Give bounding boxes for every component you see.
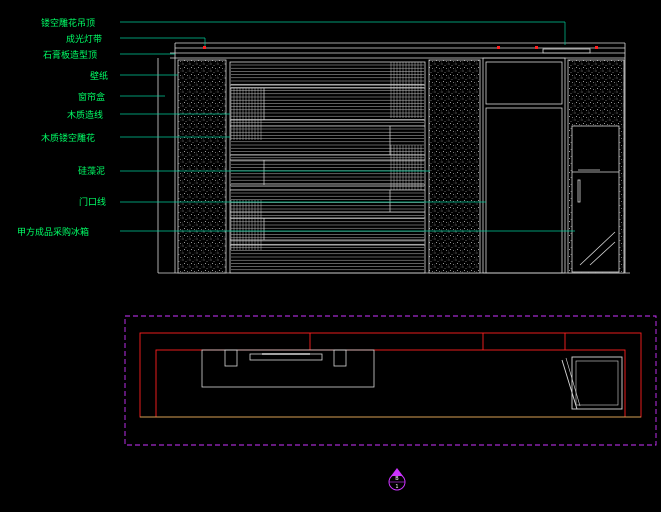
- section-marker: B 1: [388, 468, 406, 491]
- annotation-label: 硅藻泥: [78, 165, 105, 177]
- annotation-leaders: [120, 21, 575, 232]
- fridge-door-swing: [561, 359, 578, 410]
- plan-view: [124, 315, 657, 446]
- speaker-right: [333, 349, 347, 367]
- annotation-label: 窗帘盒: [78, 91, 105, 103]
- plan-wall-outer: [139, 332, 642, 418]
- tv-unit: [249, 353, 323, 361]
- annotation-label: 石膏板造型顶: [43, 49, 97, 61]
- plan-boundary: [124, 315, 657, 446]
- annotation-labels: 镂空雕花吊顶 成光灯带 石膏板造型顶 壁纸 窗帘盒 木质造线 木质镂空雕花 硅藻…: [17, 17, 108, 238]
- section-marker-bottom: 1: [395, 484, 398, 490]
- elevation-view: [157, 42, 630, 274]
- plan-refrigerator: [571, 356, 623, 410]
- annotation-label: 木质造线: [67, 109, 103, 121]
- fridge-diagonal: [579, 231, 616, 266]
- diatom-mud-panel: [428, 59, 481, 274]
- plan-wall-inner: [155, 349, 626, 418]
- ceiling-grille: [542, 48, 591, 54]
- annotation-label: 镂空雕花吊顶: [41, 17, 95, 29]
- diatom-mud-panel: [177, 59, 227, 274]
- wood-slats: [230, 62, 424, 271]
- annotation-label: 壁纸: [90, 70, 108, 82]
- door-transom: [485, 61, 563, 105]
- speaker-left: [224, 349, 238, 367]
- tv-cabinet: [201, 349, 375, 388]
- annotation-label: 门口线: [79, 196, 106, 208]
- ceiling-markers: [203, 46, 598, 49]
- door-frame: [482, 57, 566, 274]
- annotation-label: 甲方成品采购冰箱: [17, 226, 89, 238]
- annotation-label: 成光灯带: [66, 33, 102, 45]
- door-panel: [485, 107, 563, 274]
- fridge-handle: [577, 179, 581, 203]
- carved-bands: [230, 84, 425, 246]
- annotation-label: 木质镂空雕花: [41, 132, 95, 144]
- section-marker-top: B: [395, 476, 399, 482]
- feature-wall: [229, 61, 426, 274]
